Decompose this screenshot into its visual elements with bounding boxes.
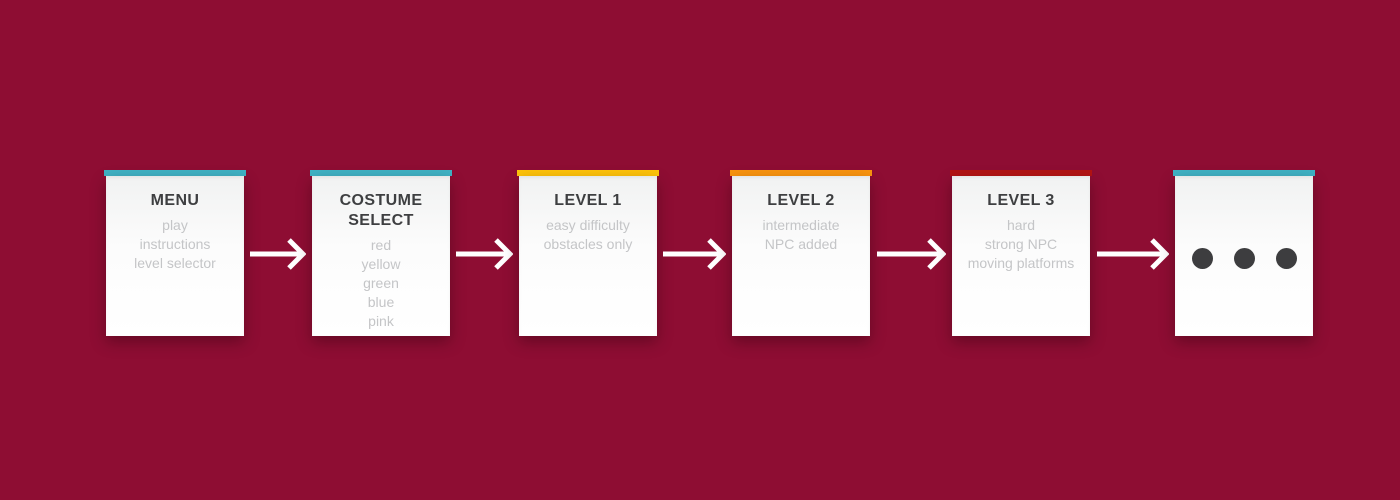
card-title: LEVEL 2 — [767, 192, 835, 209]
flow-card-level-2: LEVEL 2 intermediate NPC added — [730, 170, 872, 336]
card-body: MENU play instructions level selector — [106, 176, 244, 336]
card-body: LEVEL 1 easy difficulty obstacles only — [519, 176, 657, 336]
card-body: LEVEL 2 intermediate NPC added — [732, 176, 870, 336]
card-item: intermediate — [762, 217, 840, 233]
card-item-list: intermediate NPC added — [732, 216, 870, 254]
card-body: COSTUME SELECT red yellow green blue pin… — [312, 176, 450, 336]
card-title: MENU — [150, 192, 200, 209]
card-item: blue — [367, 294, 395, 310]
card-item-list: red yellow green blue pink — [312, 236, 450, 331]
card-item: level selector — [134, 255, 216, 271]
flow-arrow — [1097, 236, 1169, 272]
card-item: yellow — [361, 256, 401, 272]
ellipsis-dot — [1191, 248, 1213, 269]
ellipsis-dot — [1233, 248, 1255, 269]
card-item: pink — [368, 313, 394, 329]
card-item-list: easy difficulty obstacles only — [519, 216, 657, 254]
card-accent-bar — [310, 170, 452, 176]
card-item: green — [363, 275, 399, 291]
flow-card-costume-select: COSTUME SELECT red yellow green blue pin… — [310, 170, 452, 336]
card-accent-bar — [1173, 170, 1315, 176]
arrow-right-icon — [250, 238, 306, 270]
card-body — [1175, 176, 1313, 336]
card-accent-bar — [517, 170, 659, 176]
card-item: instructions — [139, 236, 211, 252]
card-item: play — [162, 217, 188, 233]
arrow-right-icon — [877, 238, 946, 270]
card-accent-bar — [730, 170, 872, 176]
card-item: NPC added — [764, 236, 838, 252]
flow-card-level-3: LEVEL 3 hard strong NPC moving platforms — [950, 170, 1092, 336]
card-accent-bar — [950, 170, 1092, 176]
card-title: COSTUME SELECT — [339, 192, 423, 229]
flow-card-level-1: LEVEL 1 easy difficulty obstacles only — [517, 170, 659, 336]
flow-card-more-levels — [1173, 170, 1315, 336]
arrow-right-icon — [456, 238, 513, 270]
arrow-right-icon — [663, 238, 726, 270]
ellipsis-icon — [1175, 191, 1313, 326]
card-item-list: hard strong NPC moving platforms — [952, 216, 1090, 273]
card-body: LEVEL 3 hard strong NPC moving platforms — [952, 176, 1090, 336]
flow-card-menu: MENU play instructions level selector — [104, 170, 246, 336]
arrow-right-icon — [1097, 238, 1169, 270]
card-item: hard — [1006, 217, 1036, 233]
card-title: LEVEL 1 — [554, 192, 622, 209]
card-item: obstacles only — [543, 236, 633, 252]
flow-arrow — [877, 236, 946, 272]
card-item-list: play instructions level selector — [106, 216, 244, 273]
flow-arrow — [456, 236, 513, 272]
card-accent-bar — [104, 170, 246, 176]
card-item: strong NPC — [984, 236, 1058, 252]
ellipsis-dot — [1275, 248, 1297, 269]
card-item: moving platforms — [967, 255, 1075, 271]
flow-arrow — [663, 236, 726, 272]
card-item: red — [370, 237, 392, 253]
flow-arrow — [250, 236, 306, 272]
card-title: LEVEL 3 — [987, 192, 1055, 209]
card-item: easy difficulty — [546, 217, 630, 233]
